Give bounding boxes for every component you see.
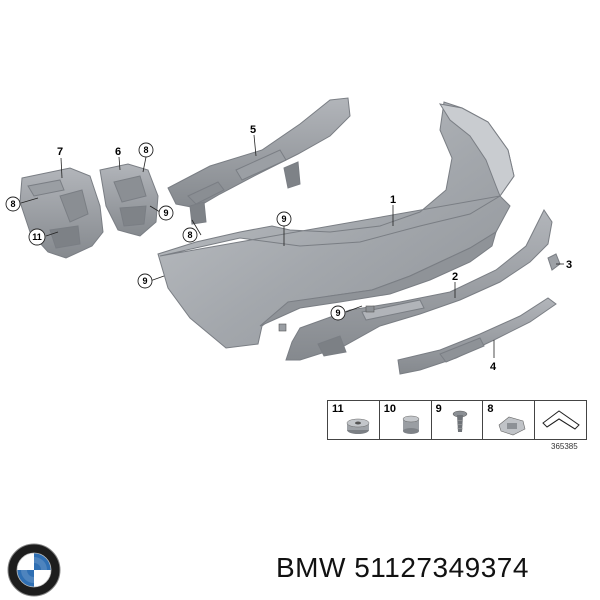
legend-label: 8 (487, 403, 494, 415)
bracket-7-part (19, 167, 104, 259)
svg-text:8: 8 (143, 145, 148, 155)
legend-cell-wedge (535, 401, 586, 439)
svg-text:8: 8 (10, 199, 15, 209)
grommet-icon (346, 418, 370, 434)
part-number-caption: BMW 51127349374 (276, 552, 529, 583)
callout-5: 5 (250, 124, 256, 136)
callout-9-top: 9 (276, 211, 292, 227)
diagram-reference-code: 365385 (551, 442, 578, 451)
legend-label: 11 (332, 403, 344, 415)
carrier-5-part (167, 97, 351, 225)
clip-3-part (547, 253, 561, 271)
legend-cell-9: 9 (432, 401, 484, 439)
svg-text:8: 8 (187, 230, 192, 240)
svg-text:9: 9 (142, 276, 147, 286)
fastener-legend: 11 10 9 8 (327, 400, 587, 440)
wedge-icon (542, 410, 580, 430)
callout-7: 7 (57, 146, 63, 158)
svg-text:9: 9 (163, 208, 168, 218)
legend-label: 10 (383, 403, 397, 415)
legend-cell-8: 8 (483, 401, 536, 439)
plug-icon (402, 415, 420, 434)
callout-8-top: 8 (138, 142, 154, 158)
bumper-1-part (157, 101, 515, 349)
bmw-logo (7, 543, 61, 597)
svg-text:9: 9 (281, 214, 286, 224)
callout-9-bracket: 9 (158, 205, 174, 221)
fastener-markers (278, 305, 375, 332)
callout-4: 4 (490, 361, 497, 373)
callout-3: 3 (566, 259, 572, 271)
callout-6: 6 (115, 146, 121, 158)
callout-9-left: 9 (137, 273, 153, 289)
bracket-6-part (99, 163, 159, 237)
callout-8-carrier: 8 (182, 227, 198, 243)
callout-1: 1 (390, 194, 396, 206)
callout-8-left: 8 (5, 196, 21, 212)
callout-9-lower: 9 (330, 305, 346, 321)
screw-icon (452, 410, 467, 432)
clip-nut-icon (499, 416, 526, 436)
callout-2: 2 (452, 271, 458, 283)
strip-4-part (397, 297, 557, 375)
callout-11: 11 (28, 228, 46, 246)
diffuser-2-part (285, 209, 553, 361)
legend-label: 9 (435, 403, 442, 415)
legend-cell-11: 11 (328, 401, 380, 439)
legend-cell-10: 10 (380, 401, 432, 439)
svg-text:11: 11 (32, 232, 42, 242)
svg-text:9: 9 (335, 308, 340, 318)
